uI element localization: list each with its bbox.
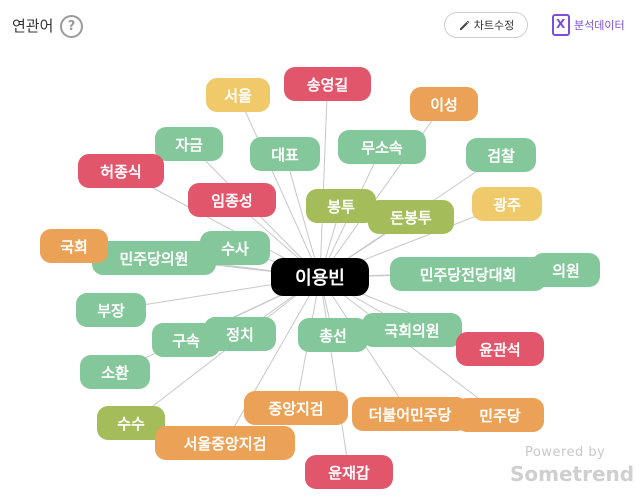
analysis-data-label: 분석데이터 xyxy=(574,19,625,32)
keyword-node-seoul[interactable]: 서울 xyxy=(206,78,270,112)
keyword-node-gukhoe[interactable]: 국회 xyxy=(40,229,108,263)
keyword-node-iseong[interactable]: 이성 xyxy=(410,87,478,121)
page-title: 연관어 xyxy=(12,17,54,35)
keyword-node-heojongsik[interactable]: 허종식 xyxy=(78,154,164,188)
keyword-node-minjudang[interactable]: 민주당 xyxy=(456,398,544,432)
analysis-data-button[interactable]: 분석데이터 xyxy=(552,12,625,38)
edge-daepyo xyxy=(284,153,321,278)
help-icon[interactable]: ? xyxy=(60,15,83,38)
keyword-node-imjongseong[interactable]: 임종성 xyxy=(188,183,276,217)
chart-edit-button[interactable]: 차트수정 xyxy=(444,12,528,38)
edge-seouljungang xyxy=(224,276,321,444)
keyword-node-susa[interactable]: 수사 xyxy=(200,231,270,265)
keyword-node-susu[interactable]: 수수 xyxy=(97,406,165,440)
edge-seoul xyxy=(237,94,321,278)
keyword-node-uiwon[interactable]: 의원 xyxy=(532,253,600,287)
keyword-node-seouljungang[interactable]: 서울중앙지검 xyxy=(155,426,295,460)
keyword-node-musosok[interactable]: 무소속 xyxy=(338,130,426,164)
keyword-node-gukhoeuiwon[interactable]: 국회의원 xyxy=(362,313,462,347)
keyword-node-songyeonggil[interactable]: 송영길 xyxy=(284,67,371,101)
keyword-node-donbongtu[interactable]: 돈봉투 xyxy=(368,200,454,234)
center-node[interactable]: 이용빈 xyxy=(271,258,369,296)
keyword-node-jeongchi[interactable]: 정치 xyxy=(204,317,276,351)
keyword-node-yunjaegap[interactable]: 윤재갑 xyxy=(305,455,393,489)
pencil-icon xyxy=(459,20,470,30)
edge-yunjaegap xyxy=(319,276,350,473)
excel-icon xyxy=(552,14,570,36)
keyword-node-bongtu[interactable]: 봉투 xyxy=(306,189,376,223)
keyword-node-gwangju[interactable]: 광주 xyxy=(472,187,542,221)
keyword-node-jageum[interactable]: 자금 xyxy=(155,127,223,161)
chart-edit-label: 차트수정 xyxy=(473,19,515,32)
keyword-node-sohwan[interactable]: 소환 xyxy=(80,355,150,389)
keyword-node-yungwanseok[interactable]: 윤관석 xyxy=(456,332,544,366)
keyword-node-bujang[interactable]: 부장 xyxy=(76,293,146,327)
keyword-node-chongseon[interactable]: 총선 xyxy=(298,318,368,352)
keyword-node-daepyo[interactable]: 대표 xyxy=(250,137,320,171)
sometrend-logo: Sometrend xyxy=(510,462,635,486)
edge-songyeonggil xyxy=(319,83,328,278)
keyword-node-minjudangjeondang[interactable]: 민주당전당대회 xyxy=(390,257,546,291)
keyword-node-geomchal[interactable]: 검찰 xyxy=(466,138,536,172)
keyword-node-minjudanguiwon[interactable]: 민주당의원 xyxy=(92,241,216,275)
powered-by-text: Powered by xyxy=(525,445,606,460)
keyword-node-deobureo[interactable]: 더불어민주당 xyxy=(352,397,468,431)
keyword-node-jungangjigeom[interactable]: 중앙지검 xyxy=(244,391,348,425)
